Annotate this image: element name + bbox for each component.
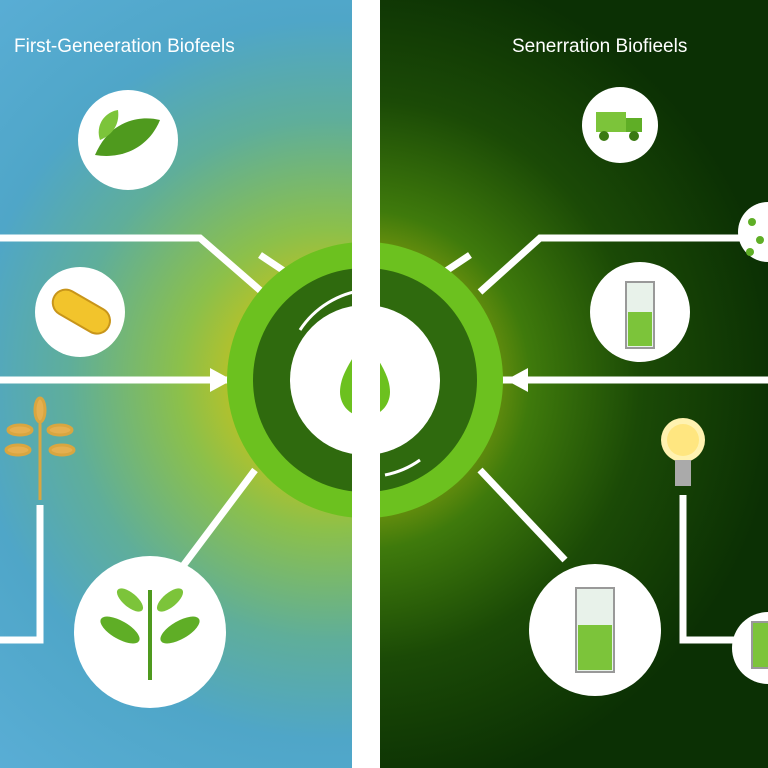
beaker-icon xyxy=(732,612,768,684)
lightbulb-icon xyxy=(661,418,705,486)
arrow-right-icon xyxy=(210,368,232,392)
truck-icon xyxy=(582,87,658,163)
arrow-left-icon xyxy=(506,368,528,392)
beaker-icon xyxy=(529,564,661,696)
right-title: Senerration Biofieels xyxy=(512,36,688,57)
leaf-icon xyxy=(78,90,178,190)
plant-icon xyxy=(74,556,226,708)
left-title: First-Geneeration Biofeels xyxy=(14,36,235,57)
corn-icon xyxy=(35,267,125,357)
wheat-icon xyxy=(4,396,76,500)
divider xyxy=(352,0,380,768)
molecule-icon xyxy=(738,202,768,262)
beaker-icon xyxy=(590,262,690,362)
